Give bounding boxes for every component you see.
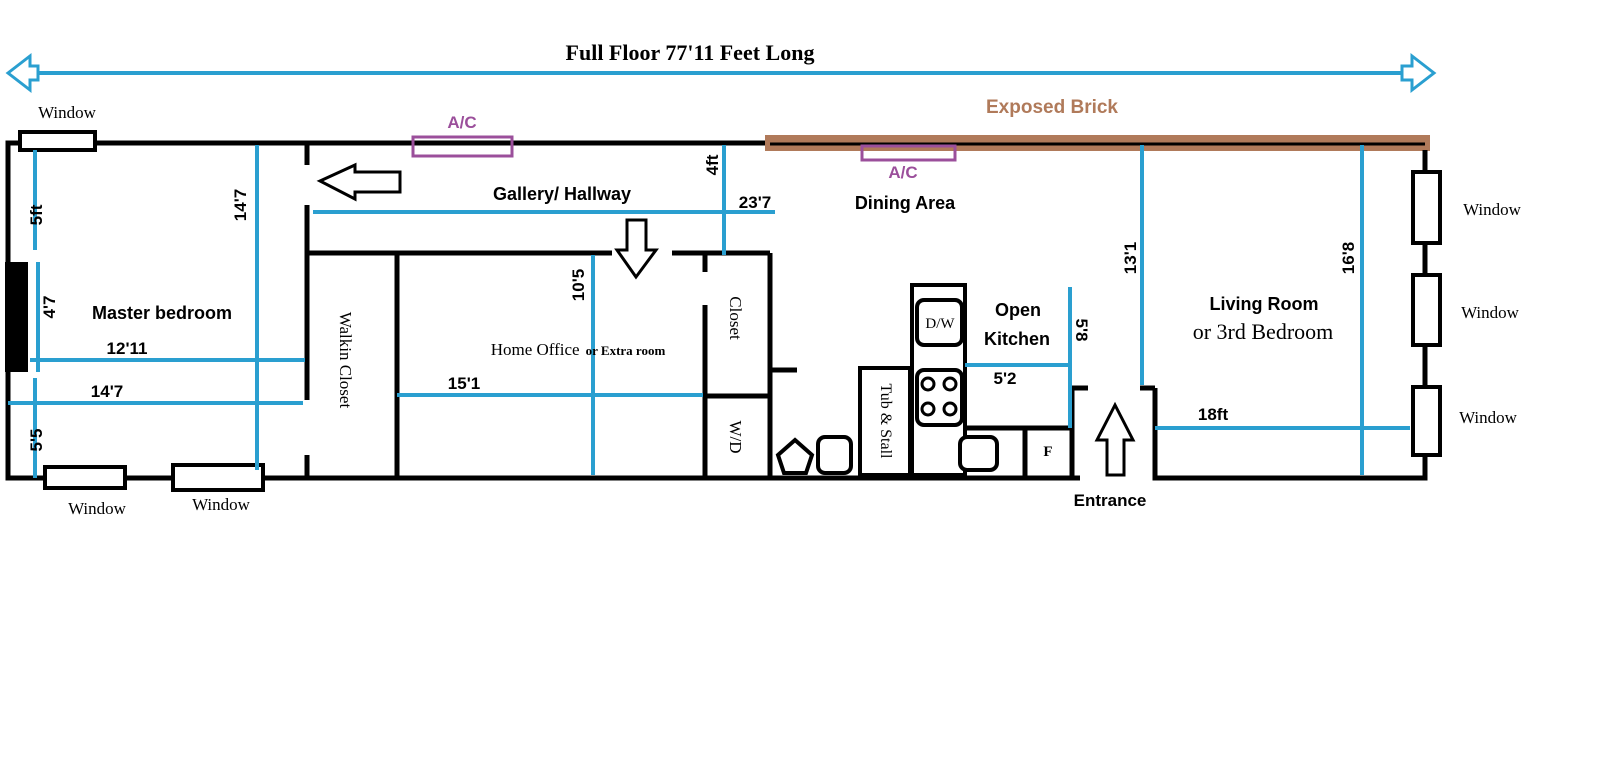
dim-label: 15'1 <box>448 374 480 393</box>
dim-label: 5'5 <box>27 429 46 452</box>
left-arrow-icon <box>316 162 402 202</box>
room-label-kitchen: Open <box>995 300 1041 320</box>
dim-label: 5ft <box>27 204 46 225</box>
window-label: Window <box>1459 408 1518 427</box>
ac-unit <box>411 135 514 158</box>
home-office-name: Home Office <box>491 340 580 359</box>
dim-label: 5'2 <box>994 369 1017 388</box>
tub-and-stall <box>858 366 912 477</box>
up-arrow-icon <box>1094 401 1136 477</box>
room-label-living-alt: or 3rd Bedroom <box>1193 319 1334 344</box>
down-arrow-icon <box>614 218 659 280</box>
room-label-wd: W/D <box>726 420 745 453</box>
room-label-dining: Dining Area <box>855 193 956 213</box>
dim-label: 5'8 <box>1072 319 1091 342</box>
room-label-walkin-closet: Walkin Closet <box>336 312 355 409</box>
room-label-fridge: F <box>1043 444 1052 460</box>
window-label: Window <box>1461 303 1520 322</box>
window-label: Window <box>38 103 97 122</box>
dim-label: 18ft <box>1198 405 1229 424</box>
windows <box>18 130 1442 492</box>
entrance-label: Entrance <box>1074 491 1147 510</box>
dishwasher <box>915 298 964 347</box>
ac-label: A/C <box>447 113 476 132</box>
fireplace <box>5 262 28 372</box>
toilet <box>775 437 815 475</box>
bathroom-sink <box>816 435 853 475</box>
window-label: Window <box>192 495 251 514</box>
dim-label: 14'7 <box>231 189 250 221</box>
room-label-dw: D/W <box>925 316 955 332</box>
room-label-master-bedroom: Master bedroom <box>92 303 232 323</box>
dim-label: 23'7 <box>739 193 771 212</box>
dim-label: 4ft <box>703 154 722 175</box>
dim-label: 16'8 <box>1339 242 1358 274</box>
ac-label: A/C <box>888 163 917 182</box>
room-label-home-office: Home Office or Extra room <box>491 340 666 359</box>
exposed-brick-label: Exposed Brick <box>986 97 1118 118</box>
home-office-alt: or Extra room <box>586 343 666 358</box>
plan-title: Full Floor 77'11 Feet Long <box>566 40 815 65</box>
ac-unit <box>860 144 957 162</box>
dimension-lines <box>8 145 1410 478</box>
room-label-kitchen: Kitchen <box>984 329 1050 349</box>
full-length-arrow <box>5 52 1437 94</box>
room-label-living: Living Room <box>1210 294 1319 314</box>
window-label: Window <box>1463 200 1522 219</box>
dim-label: 12'11 <box>107 339 148 358</box>
dim-label: 13'1 <box>1121 242 1140 274</box>
dim-label: 10'5 <box>569 269 588 301</box>
stove-burners <box>920 376 958 417</box>
dim-label: 4'7 <box>40 296 59 319</box>
room-label-closet: Closet <box>726 296 745 340</box>
window-label: Window <box>68 499 127 518</box>
dim-label: 14'7 <box>91 382 123 401</box>
sink <box>958 435 999 472</box>
room-label-gallery: Gallery/ Hallway <box>493 184 631 204</box>
room-label-tub: Tub & Stall <box>877 384 894 460</box>
